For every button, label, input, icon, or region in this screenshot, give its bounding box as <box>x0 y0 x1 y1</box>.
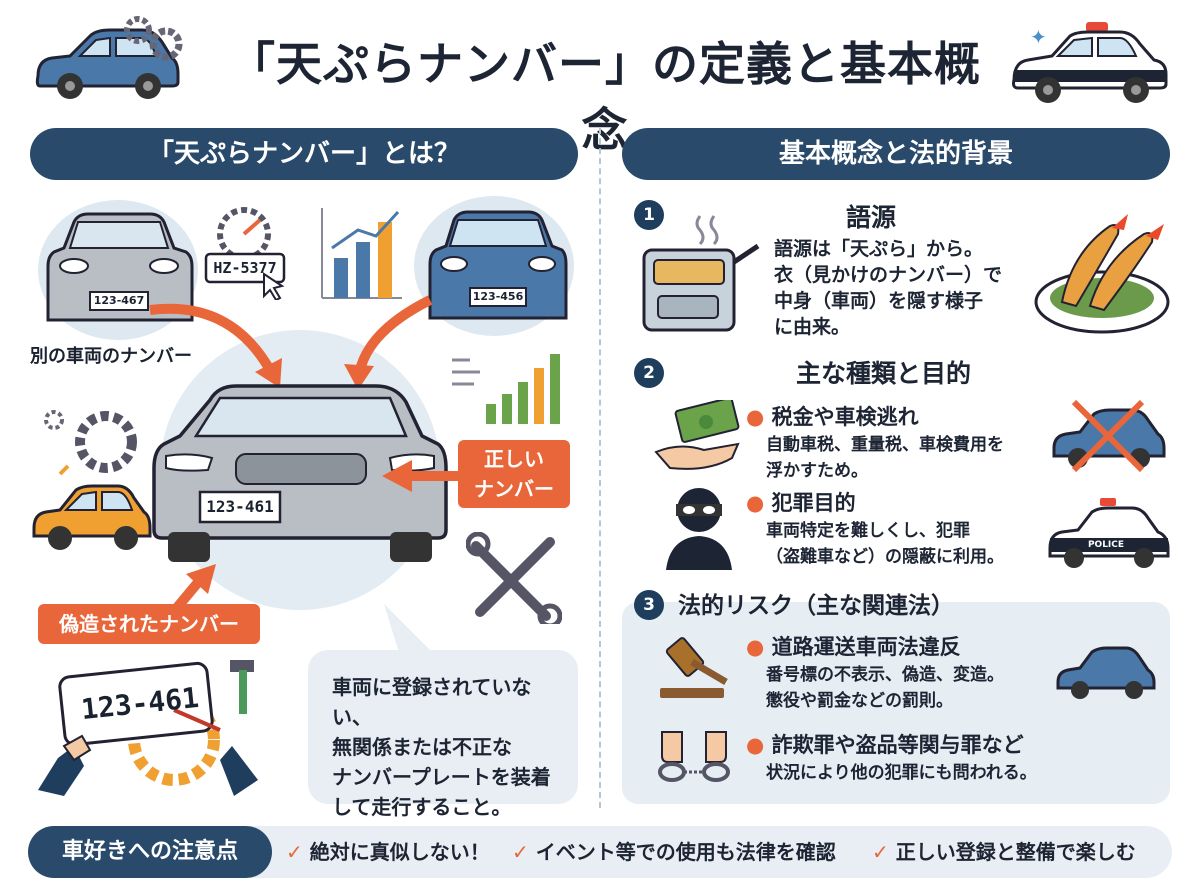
svg-text:✦: ✦ <box>1030 25 1047 49</box>
footer-item-label: イベント等での使用も法律を確認 <box>535 840 836 864</box>
bubble-line: ナンバープレートを装着 <box>332 765 551 789</box>
plate-sign: HZ-5377 <box>213 259 277 277</box>
text-line: 懲役や罰金などの罰則。 <box>766 691 953 711</box>
police-car-small-icon <box>1046 494 1172 572</box>
law-b-title: ● 詐欺罪や盗品等関与罪など <box>746 732 1024 758</box>
gavel-icon <box>652 628 732 702</box>
text-line: 衣（見かけのナンバー）で <box>774 264 1003 286</box>
fryer-icon <box>634 210 764 340</box>
column-divider <box>599 128 601 808</box>
plate-top-left: 123-467 <box>93 294 145 307</box>
police-car-icon: ✦ <box>1008 14 1174 106</box>
bullet-icon: ● <box>746 491 772 515</box>
bubble-tail <box>384 604 436 656</box>
law-a-label: 道路運送車両法違反 <box>771 635 961 659</box>
footer-label: 車好きへの注意点 <box>28 826 272 878</box>
check-icon: ✓ <box>872 840 896 864</box>
section-number-1: 1 <box>634 200 664 230</box>
money-hand-icon <box>652 400 744 476</box>
check-icon: ✓ <box>512 840 536 864</box>
section-number-3: 3 <box>634 590 664 620</box>
law-a-title: ● 道路運送車両法違反 <box>746 634 961 660</box>
bullet-icon: ● <box>746 733 772 757</box>
gear-icon <box>120 12 186 64</box>
purpose-b-text: 車両特定を難しくし、犯罪 （盗難車など）の隠蔽に利用。 <box>766 518 1056 570</box>
tempura-shrimp-icon <box>1032 206 1172 336</box>
bullet-icon: ● <box>746 635 772 659</box>
legal-risk-panel <box>622 602 1170 804</box>
text-line: に由来。 <box>774 316 851 338</box>
hands-plate-icon <box>34 650 274 800</box>
bar-chart-icon <box>318 206 404 302</box>
footer-item-label: 正しい登録と整備で楽しむ <box>895 840 1136 864</box>
left-section-header: 「天ぷらナンバー」とは？ <box>30 128 578 180</box>
text-line: 語源は「天ぷら」から。 <box>774 238 984 260</box>
gauge-gear-icon <box>202 204 292 300</box>
purpose-a-text: 自動車税、重量税、車検費用を 浮かすため。 <box>766 432 1056 484</box>
footer-item: ✓ 正しい登録と整備で楽しむ <box>872 826 1136 878</box>
crossed-car-icon <box>1048 398 1168 474</box>
bubble-line: して走行すること。 <box>332 795 512 819</box>
law-b-label: 詐欺罪や盗品等関与罪など <box>771 733 1024 757</box>
text-line: 番号標の不表示、偽造、変造。 <box>766 665 1004 685</box>
label-correct-number: 正しい ナンバー <box>458 440 570 508</box>
section-number-2: 2 <box>634 358 664 388</box>
label-other-number: 別の車両のナンバー <box>30 346 192 367</box>
section-1-text: 語源は「天ぷら」から。 衣（見かけのナンバー）で 中身（車両）を隠す様子 に由来… <box>774 236 1034 340</box>
text-line: 状況により他の犯罪にも問われる。 <box>766 763 1037 783</box>
check-icon: ✓ <box>286 840 310 864</box>
plate-top-right: 123-456 <box>472 290 524 303</box>
purpose-b-title: ● 犯罪目的 <box>746 490 856 516</box>
purpose-a-label: 税金や車検逃れ <box>771 405 919 429</box>
arrow-correct <box>382 460 468 492</box>
gear-icon <box>40 390 150 486</box>
label-forged-number: 偽造されたナンバー <box>38 604 260 644</box>
silver-car-main-icon <box>150 380 450 570</box>
footer-item: ✓ 絶対に真似しない！ <box>286 826 490 878</box>
wrench-icon <box>466 532 562 624</box>
definition-bubble: 車両に登録されていない、 無関係または不正な ナンバープレートを装着 して走行す… <box>308 650 578 819</box>
bubble-line: 無関係または不正な <box>332 735 512 759</box>
purpose-b-label: 犯罪目的 <box>771 491 856 515</box>
law-a-text: 番号標の不表示、偽造、変造。 懲役や罰金などの罰則。 <box>766 662 1056 714</box>
text-line: 自動車税、重量税、車検費用を <box>766 435 1004 455</box>
footer-item: ✓ イベント等での使用も法律を確認 <box>512 826 836 878</box>
purpose-a-title: ● 税金や車検逃れ <box>746 404 919 430</box>
thief-icon <box>662 484 736 570</box>
text-line: （盗難車など）の隠蔽に利用。 <box>766 547 1004 567</box>
handcuffs-icon <box>652 726 742 786</box>
label-correct-line2: ナンバー <box>474 477 554 501</box>
plate-center: 123-461 <box>206 497 274 516</box>
law-b-text: 状況により他の犯罪にも問われる。 <box>766 760 1156 786</box>
orange-car-icon <box>30 480 154 556</box>
text-line: 浮かすため。 <box>766 461 868 481</box>
right-section-header: 基本概念と法的背景 <box>622 128 1170 180</box>
bubble-line: 車両に登録されていない、 <box>332 675 532 729</box>
label-correct-line1: 正しい <box>484 447 544 471</box>
footer-item-label: 絶対に真似しない！ <box>309 840 490 864</box>
page-title: 「天ぷらナンバー」の定義と基本概念 <box>229 37 981 157</box>
bar-chart-icon <box>448 350 568 430</box>
arrows-top <box>149 295 433 390</box>
section-1-title: 語源 <box>846 203 897 232</box>
section-2-title: 主な種類と目的 <box>796 359 972 388</box>
text-line: 中身（車両）を隠す様子 <box>774 290 984 312</box>
section-3-title: 法的リスク（主な関連法） <box>678 593 954 619</box>
silver-car-icon <box>44 208 194 332</box>
text-line: 車両特定を難しくし、犯罪 <box>766 521 970 541</box>
blue-car-front-icon <box>428 206 568 330</box>
blue-car-small-icon <box>1054 640 1158 702</box>
bullet-icon: ● <box>746 405 772 429</box>
police-text: POLICE <box>1087 540 1125 550</box>
